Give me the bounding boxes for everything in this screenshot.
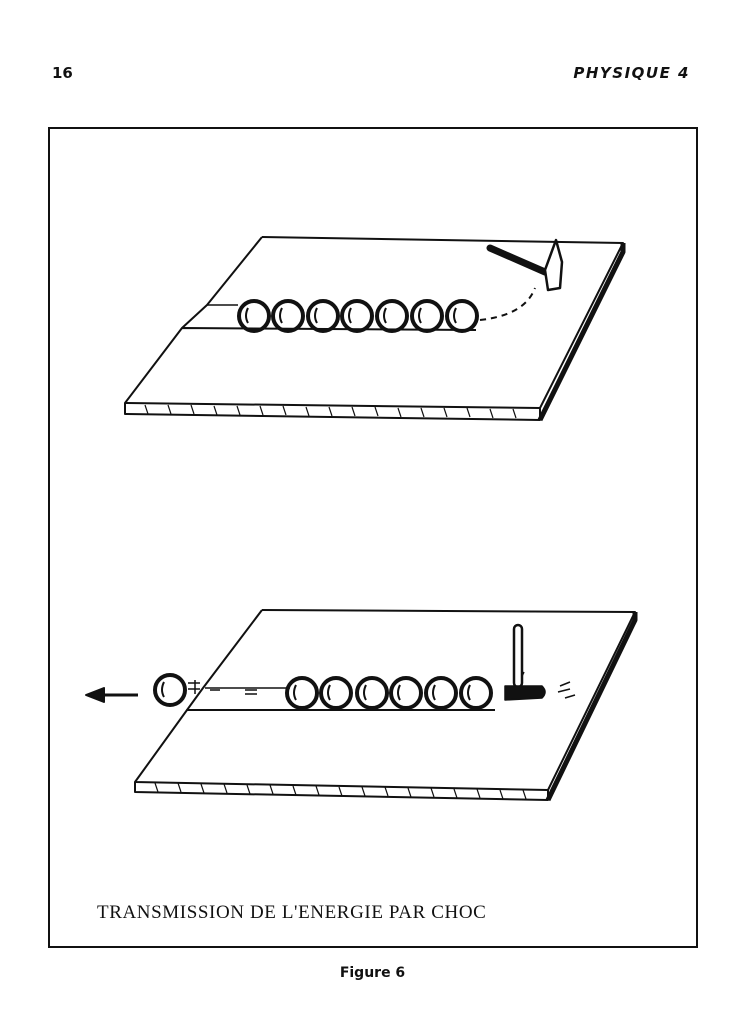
ball-row <box>237 299 479 333</box>
board-before-impact <box>124 236 626 422</box>
page-number: 16 <box>52 64 73 82</box>
figure-label: Figure 6 <box>339 965 406 981</box>
hammer-swing-path <box>479 287 536 321</box>
ejected-ball <box>153 673 187 707</box>
arrow-left-icon <box>85 687 138 703</box>
figure-caption: TRANSMISSION DE L'ENERGIE PAR CHOC <box>97 902 487 923</box>
figure-frame <box>48 127 698 948</box>
ball-row <box>285 676 493 710</box>
hammer-icon <box>486 238 564 292</box>
board-after-impact <box>85 609 638 802</box>
running-title: PHYSIQUE 4 <box>573 64 690 82</box>
hammer-icon <box>504 623 546 701</box>
